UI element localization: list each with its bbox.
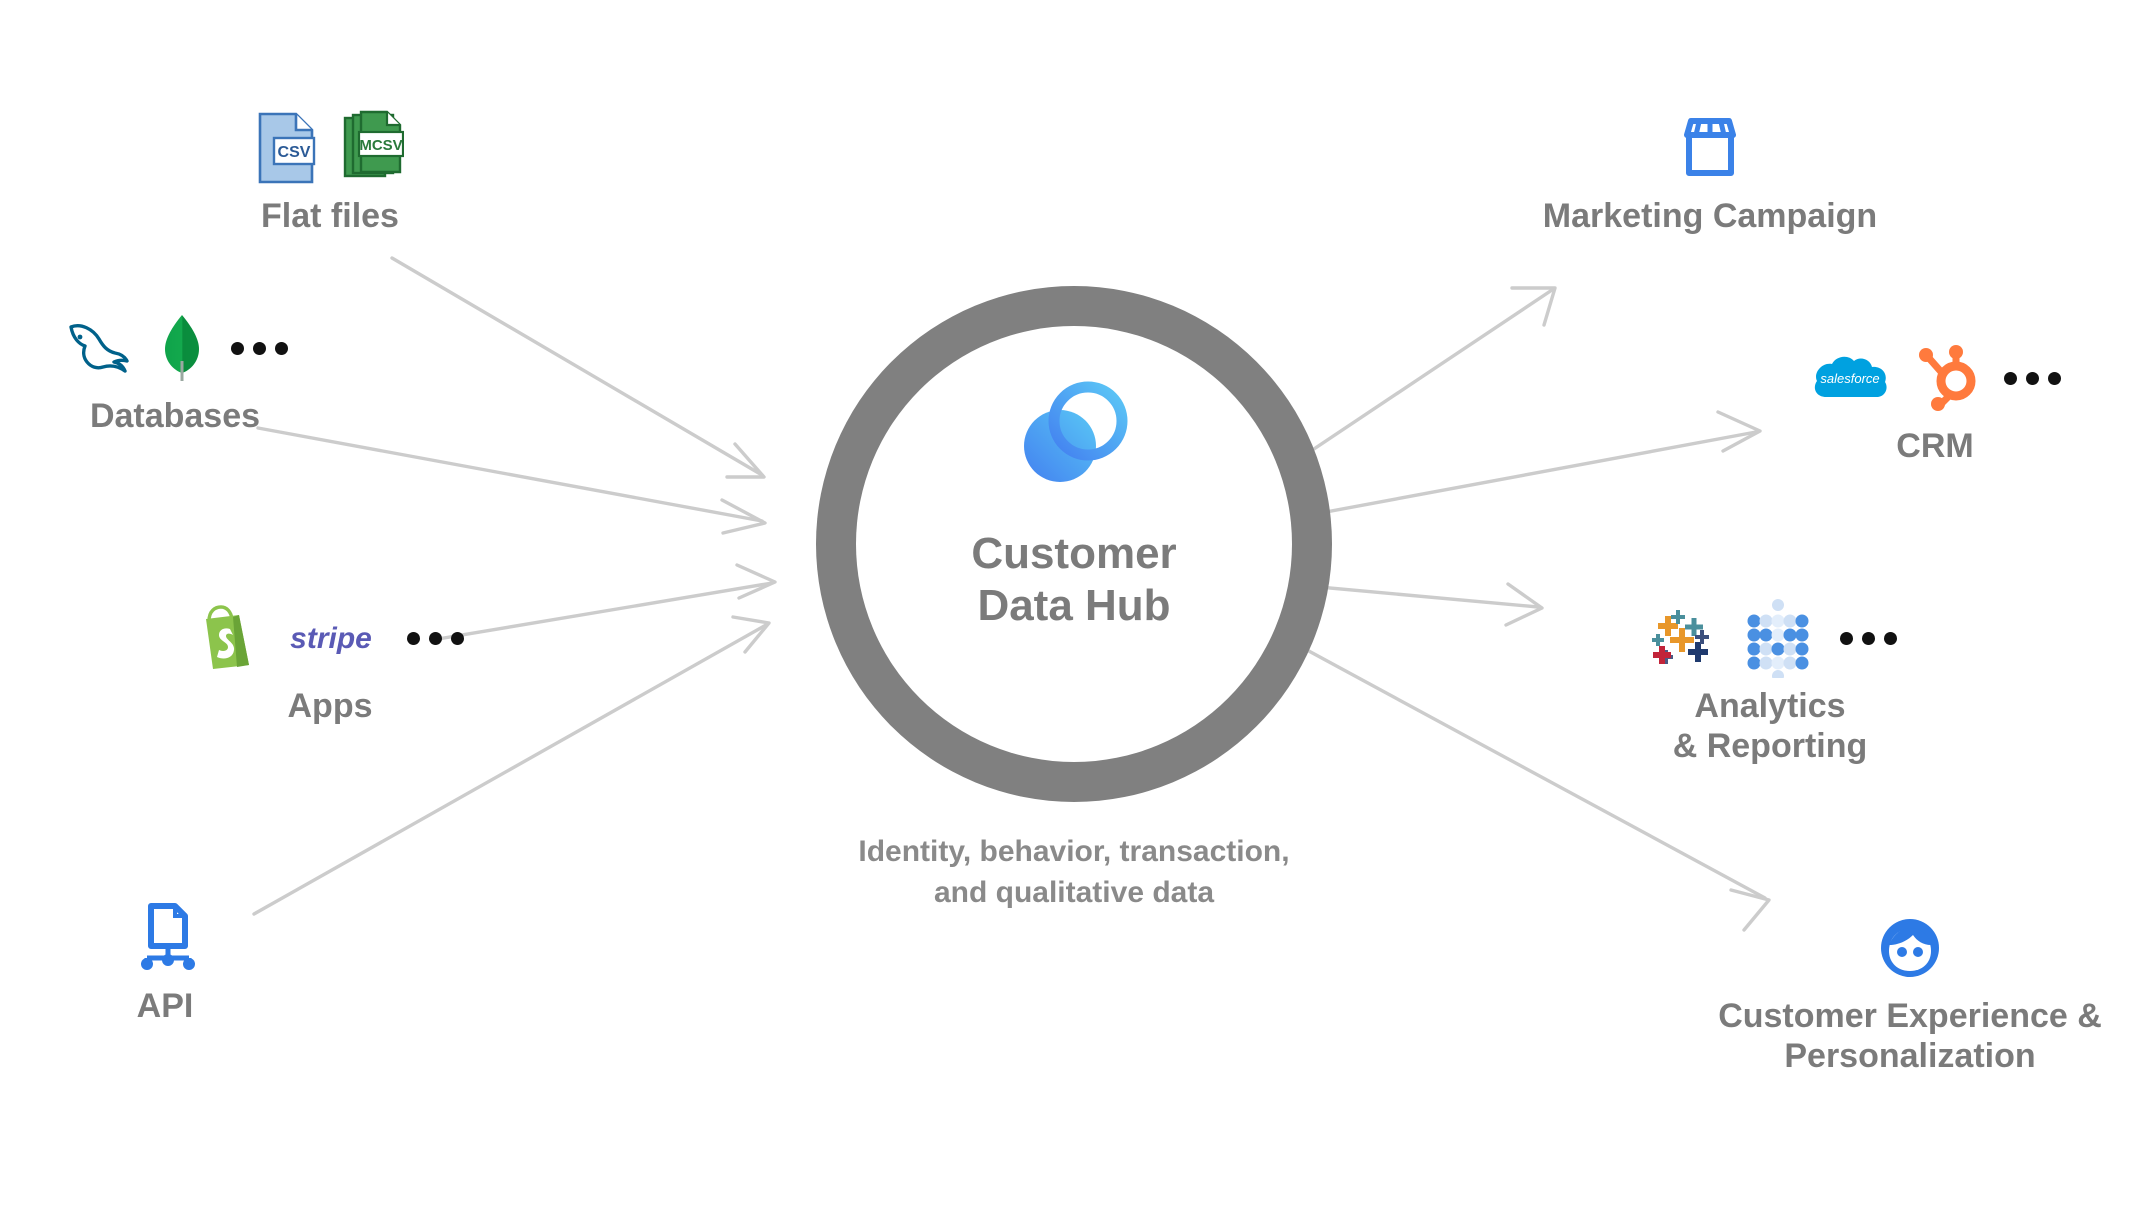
destination-label-customer-experience: Customer Experience & Personalization xyxy=(1718,997,2102,1076)
destination-crm[interactable]: salesforce CRM xyxy=(1780,330,2090,466)
stripe-wordmark-icon: stripe xyxy=(290,622,372,655)
shopify-bag-icon xyxy=(205,605,249,669)
flat-files-icons: CSV MCSV xyxy=(256,100,404,196)
customer-data-hub[interactable]: Customer Data Hub xyxy=(816,286,1332,802)
storefront-icon xyxy=(1684,118,1736,176)
arrow-hub-to-marketing xyxy=(1276,286,1557,475)
csv-file-icon: CSV xyxy=(258,112,316,184)
stripe-wordmark-text: stripe xyxy=(290,622,372,655)
api-document-network-icon xyxy=(141,903,195,970)
mongodb-leaf-icon xyxy=(164,315,199,381)
arrow-hub-to-crm xyxy=(1281,410,1762,522)
destination-label-marketing: Marketing Campaign xyxy=(1542,197,1878,235)
source-label-flat-files: Flat files xyxy=(261,197,399,235)
crm-more-ellipsis[interactable] xyxy=(2003,371,2061,385)
mcsv-files-icon: MCSV xyxy=(343,110,404,178)
destination-marketing-campaign[interactable]: Marketing Campaign xyxy=(1510,100,1910,236)
apps-icons: stripe xyxy=(197,590,464,686)
hub-title: Customer Data Hub xyxy=(971,529,1177,630)
source-label-apps: Apps xyxy=(287,687,373,725)
hub-caption: Identity, behavior, transaction, and qua… xyxy=(858,835,1290,909)
crm-icons: salesforce xyxy=(1810,330,2061,426)
hubspot-sprocket-icon xyxy=(1918,345,1975,411)
api-icons xyxy=(133,890,197,986)
source-apps[interactable]: stripe Apps xyxy=(190,590,470,726)
destination-analytics-reporting[interactable]: Analytics & Reporting xyxy=(1570,590,1970,766)
databases-icons xyxy=(63,300,288,396)
hub-inner-circle: Customer Data Hub xyxy=(856,326,1292,762)
databases-more-ellipsis[interactable] xyxy=(230,341,288,355)
apps-more-ellipsis[interactable] xyxy=(406,631,464,645)
marketing-icons xyxy=(1677,100,1743,196)
destination-label-crm: CRM xyxy=(1896,427,1974,465)
mcsv-file-label: MCSV xyxy=(359,137,402,154)
looker-dot-grid-icon xyxy=(1747,599,1808,678)
source-flat-files[interactable]: CSV MCSV Flat files xyxy=(200,100,460,236)
analytics-more-ellipsis[interactable] xyxy=(1839,631,1897,645)
destination-label-analytics: Analytics & Reporting xyxy=(1672,687,1868,766)
source-api[interactable]: API xyxy=(70,890,260,1026)
mysql-dolphin-icon xyxy=(68,324,129,373)
source-databases[interactable]: Databases xyxy=(30,300,320,436)
salesforce-cloud-icon: salesforce xyxy=(1814,356,1887,397)
source-label-api: API xyxy=(136,987,194,1025)
source-label-databases: Databases xyxy=(89,397,261,435)
customer-face-icon xyxy=(1881,919,1939,977)
tableau-plus-icon xyxy=(1651,610,1709,664)
arrow-flatfiles-to-hub xyxy=(390,256,766,479)
arrow-apps-to-hub xyxy=(430,563,777,642)
overlapping-circles-logo xyxy=(1024,381,1128,482)
csv-file-label: CSV xyxy=(278,144,311,161)
analytics-icons xyxy=(1644,590,1897,686)
destination-customer-experience[interactable]: Customer Experience & Personalization xyxy=(1700,900,2120,1076)
arrow-databases-to-hub xyxy=(256,426,767,535)
customer-experience-icons xyxy=(1877,900,1943,996)
salesforce-wordmark-text: salesforce xyxy=(1820,371,1879,386)
